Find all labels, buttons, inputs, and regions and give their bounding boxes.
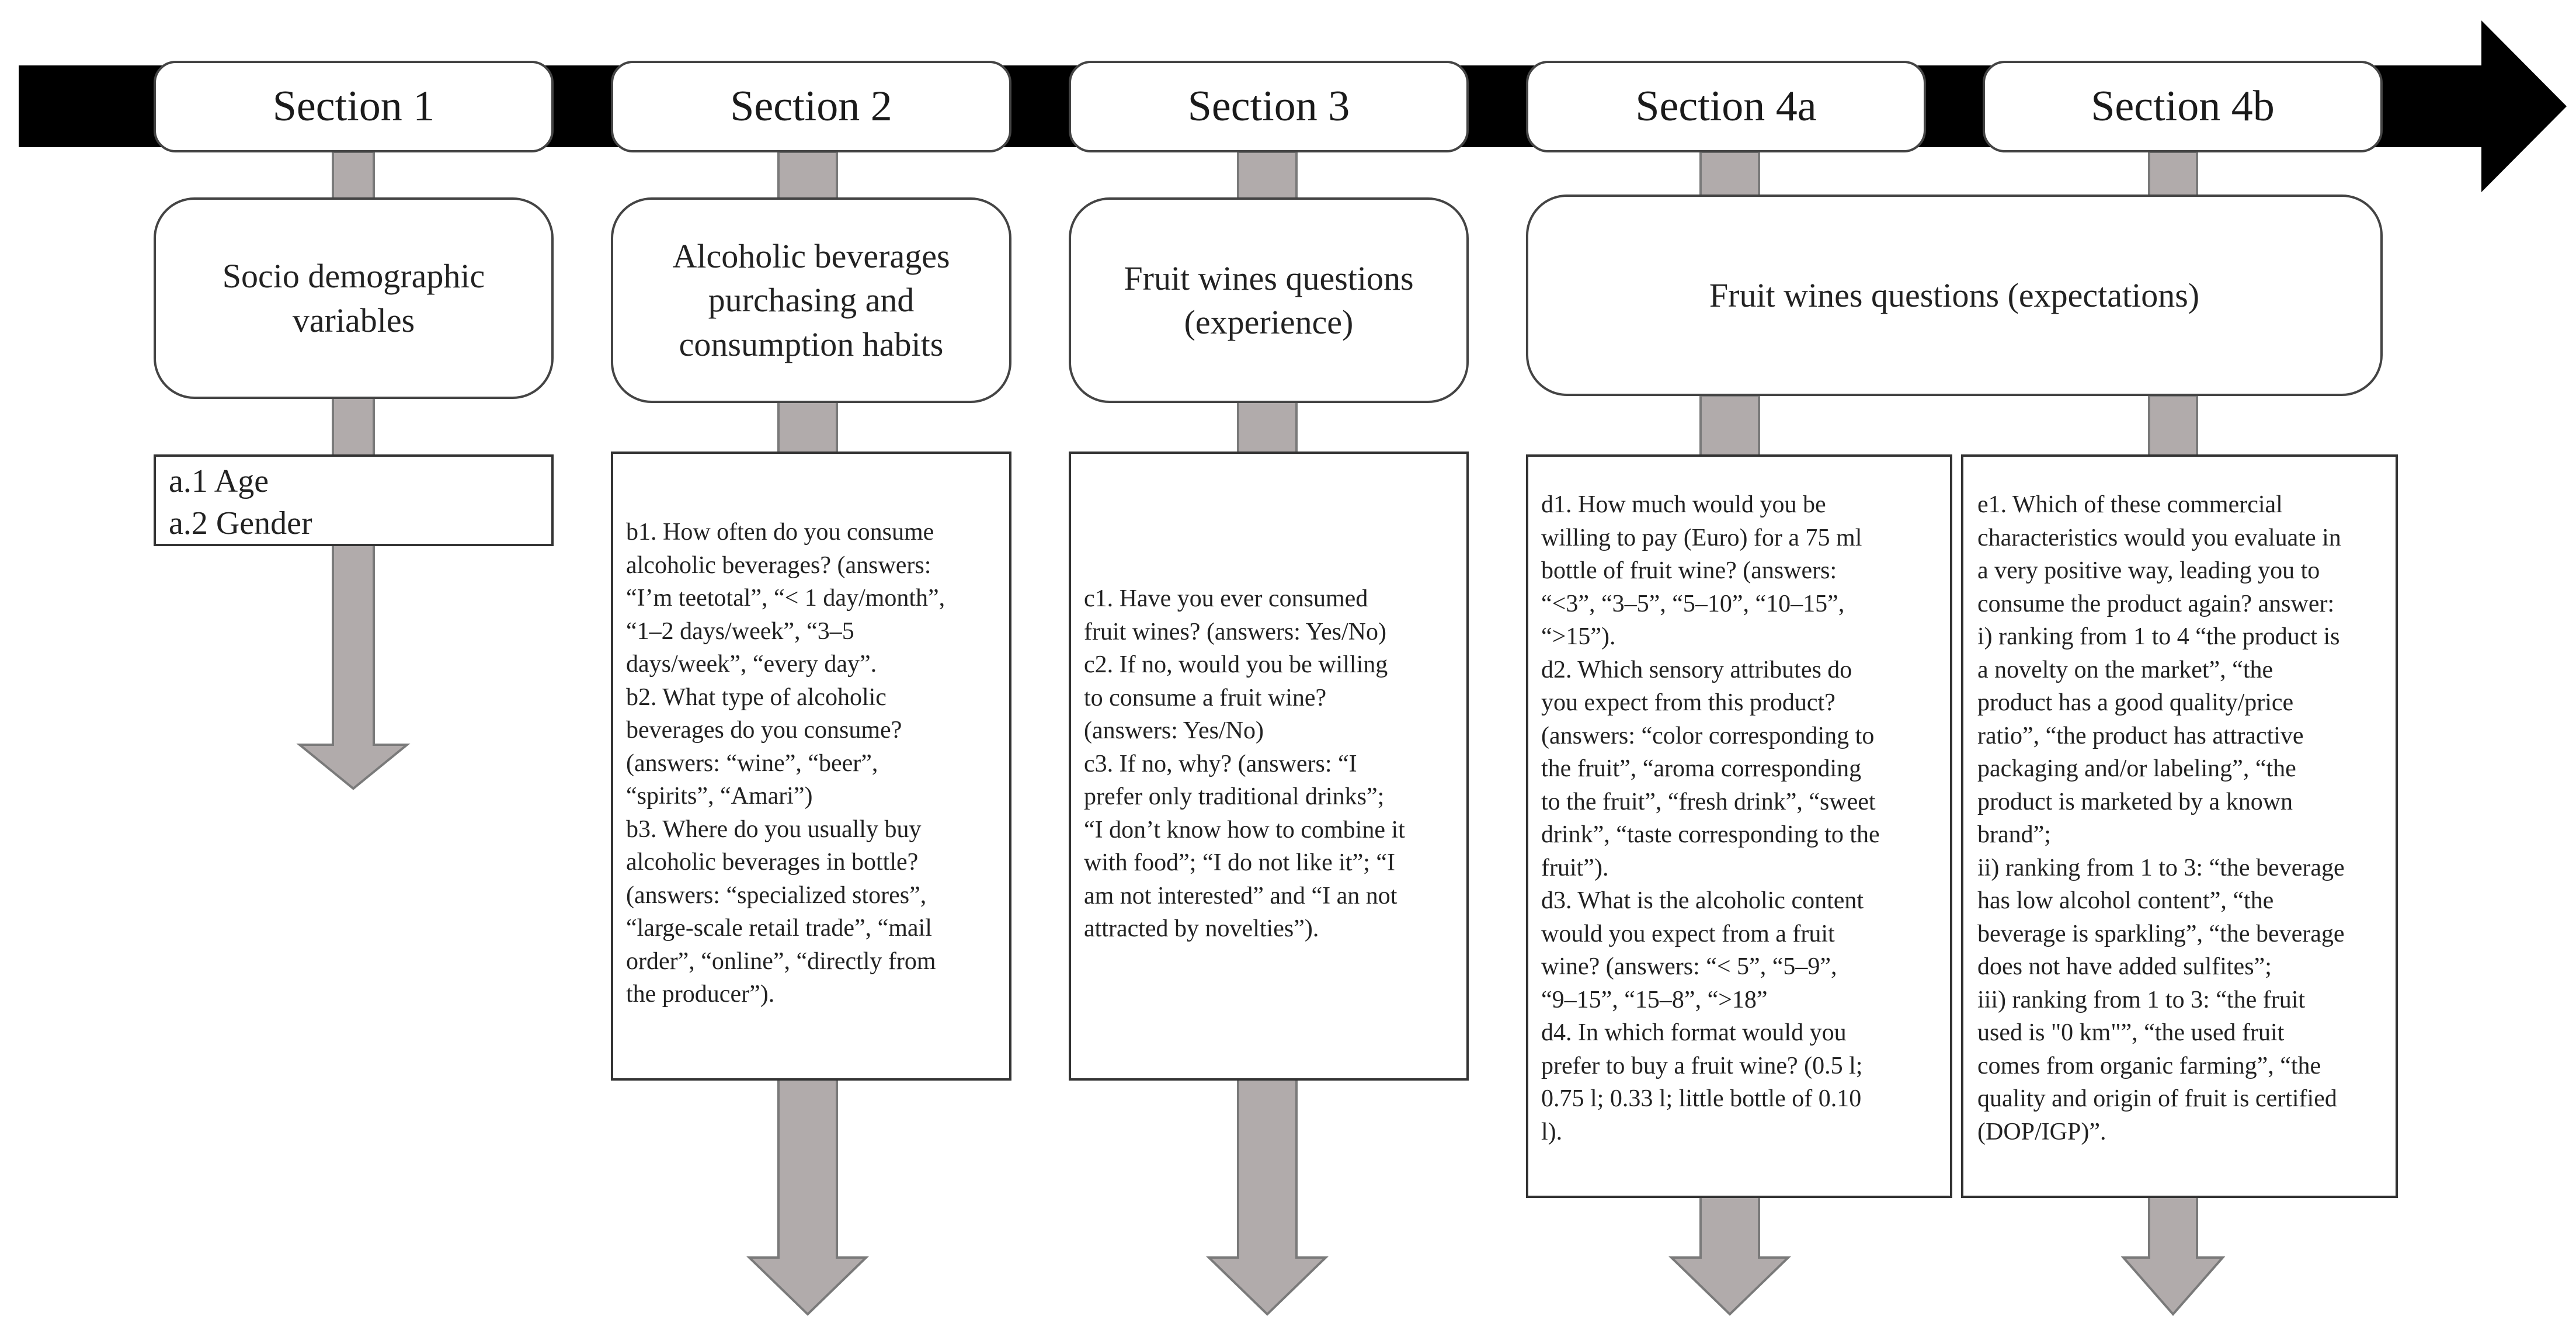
detail-line: the producer”). [626,981,775,1008]
detail-line: (DOP/IGP)”. [1977,1118,2106,1145]
detail-line: fruit”). [1541,854,1609,881]
down-arrow [746,1078,869,1316]
detail-line: 0.75 l; 0.33 l; little bottle of 0.10 [1541,1085,1862,1112]
detail-line: am not interested” and “I an not [1084,882,1397,909]
detail-line: you expect from this product? [1541,689,1835,716]
detail-line: drink”, “taste corresponding to the [1541,821,1880,848]
down-arrow [1668,1196,1791,1316]
section-2-topic: Alcoholic beverages purchasing and consu… [611,197,1011,403]
section-4-shared-topic: Fruit wines questions (expectations) [1526,195,2383,396]
detail-line: “9–15”, “15–8”, “>18” [1541,986,1768,1013]
detail-line: (answers: Yes/No) [1084,717,1264,744]
detail-line: (answers: “color corresponding to [1541,722,1875,749]
detail-line: i) ranking from 1 to 4 “the product is [1977,623,2340,650]
detail-line: used is "0 km"”, “the used fruit [1977,1019,2285,1046]
section-1-topic: Socio demographic variables [154,197,554,399]
detail-line: order”, “online”, “directly from [626,947,936,975]
detail-line: comes from organic farming”, “the [1977,1052,2321,1079]
detail-line: e1. Which of these commercial [1977,491,2283,518]
detail-line: wine? (answers: “< 5”, “5–9”, [1541,953,1837,980]
detail-line: ratio”, “the product has attractive [1977,722,2304,749]
detail-line: d4. In which format would you [1541,1019,1847,1046]
detail-line: a.2 Gender [169,505,312,541]
section-2-details: b1. How often do you consume alcoholic b… [611,452,1011,1081]
detail-line: beverage is sparkling”, “the beverage [1977,920,2345,947]
detail-line: prefer to buy a fruit wine? (0.5 l; [1541,1052,1863,1079]
detail-line: d1. How much would you be [1541,491,1826,518]
detail-line: the fruit”, “aroma corresponding [1541,755,1862,782]
detail-line: c2. If no, would you be willing [1084,651,1388,678]
detail-line: b3. Where do you usually buy [626,815,922,843]
detail-line: attracted by novelties”). [1084,915,1319,942]
detail-line: consume the product again? answer: [1977,590,2335,617]
detail-line: b1. How often do you consume [626,519,934,546]
detail-line: bottle of fruit wine? (answers: [1541,557,1837,584]
detail-line: alcoholic beverages in bottle? [626,849,919,876]
detail-line: to the fruit”, “fresh drink”, “sweet [1541,788,1876,815]
connector-bar [332,151,375,201]
section-4a-header: Section 4a [1526,61,1926,152]
connector-bar [1237,151,1298,201]
detail-line: d2. Which sensory attributes do [1541,656,1852,683]
detail-line: willing to pay (Euro) for a 75 ml [1541,524,1862,551]
detail-line: d3. What is the alcoholic content [1541,887,1864,914]
detail-line: product has a good quality/price [1977,689,2294,716]
detail-line: “large-scale retail trade”, “mail [626,915,932,942]
section-3-topic: Fruit wines questions (experience) [1069,197,1469,403]
detail-line: characteristics would you evaluate in [1977,524,2341,551]
detail-line: b2. What type of alcoholic [626,683,887,711]
section-1-details: a.1 Age a.2 Gender [154,454,554,546]
detail-line: with food”; “I do not like it”; “I [1084,849,1396,876]
detail-line: alcoholic beverages? (answers: [626,551,931,579]
connector-bar [777,400,838,454]
detail-line: quality and origin of fruit is certified [1977,1085,2337,1112]
connector-bar [1699,151,1760,197]
detail-line: does not have added sulfites”; [1977,953,2272,980]
detail-line: ii) ranking from 1 to 3: “the beverage [1977,854,2345,881]
connector-bar [2148,151,2198,197]
connector-bar [332,396,375,457]
detail-line: beverages do you consume? [626,717,902,744]
detail-line: “>15”). [1541,623,1616,650]
detail-line: a very positive way, leading you to [1977,557,2320,584]
section-1-header: Section 1 [154,61,554,152]
detail-line: has low alcohol content”, “the [1977,887,2274,914]
detail-line: fruit wines? (answers: Yes/No) [1084,618,1386,645]
detail-line: l). [1541,1118,1563,1145]
detail-line: brand”; [1977,821,2051,848]
section-3-header: Section 3 [1069,61,1469,152]
detail-line: c1. Have you ever consumed [1084,585,1368,612]
detail-line: product is marketed by a known [1977,788,2293,815]
section-2-header: Section 2 [611,61,1011,152]
section-4b-details: e1. Which of these commercial characteri… [1961,454,2398,1198]
connector-bar [1699,394,1760,457]
detail-line: c3. If no, why? (answers: “I [1084,750,1357,777]
detail-line: prefer only traditional drinks”; [1084,783,1385,810]
connector-bar [777,151,838,201]
section-3-details: c1. Have you ever consumed fruit wines? … [1069,452,1469,1081]
detail-line: to consume a fruit wine? [1084,684,1327,711]
detail-line: a novelty on the market”, “the [1977,656,2273,683]
down-arrow [296,544,411,790]
detail-line: “I’m teetotal”, “< 1 day/month”, [626,585,945,612]
detail-line: packaging and/or labeling”, “the [1977,755,2296,782]
detail-line: “I don’t know how to combine it [1084,816,1405,843]
detail-line: “<3”, “3–5”, “5–10”, “10–15”, [1541,590,1845,617]
connector-bar [1237,400,1298,454]
detail-line: iii) ranking from 1 to 3: “the fruit [1977,986,2306,1013]
down-arrow [1206,1078,1329,1316]
connector-bar [2148,394,2198,457]
down-arrow [2120,1196,2226,1317]
section-4a-details: d1. How much would you be willing to pay… [1526,454,1952,1198]
section-4b-header: Section 4b [1983,61,2383,152]
detail-line: “spirits”, “Amari”) [626,783,813,810]
detail-line: “1–2 days/week”, “3–5 [626,617,854,645]
detail-line: days/week”, “every day”. [626,651,877,678]
detail-line: a.1 Age [169,463,269,499]
detail-line: (answers: “specialized stores”, [626,881,927,909]
detail-line: (answers: “wine”, “beer”, [626,749,878,777]
detail-line: would you expect from a fruit [1541,920,1835,947]
